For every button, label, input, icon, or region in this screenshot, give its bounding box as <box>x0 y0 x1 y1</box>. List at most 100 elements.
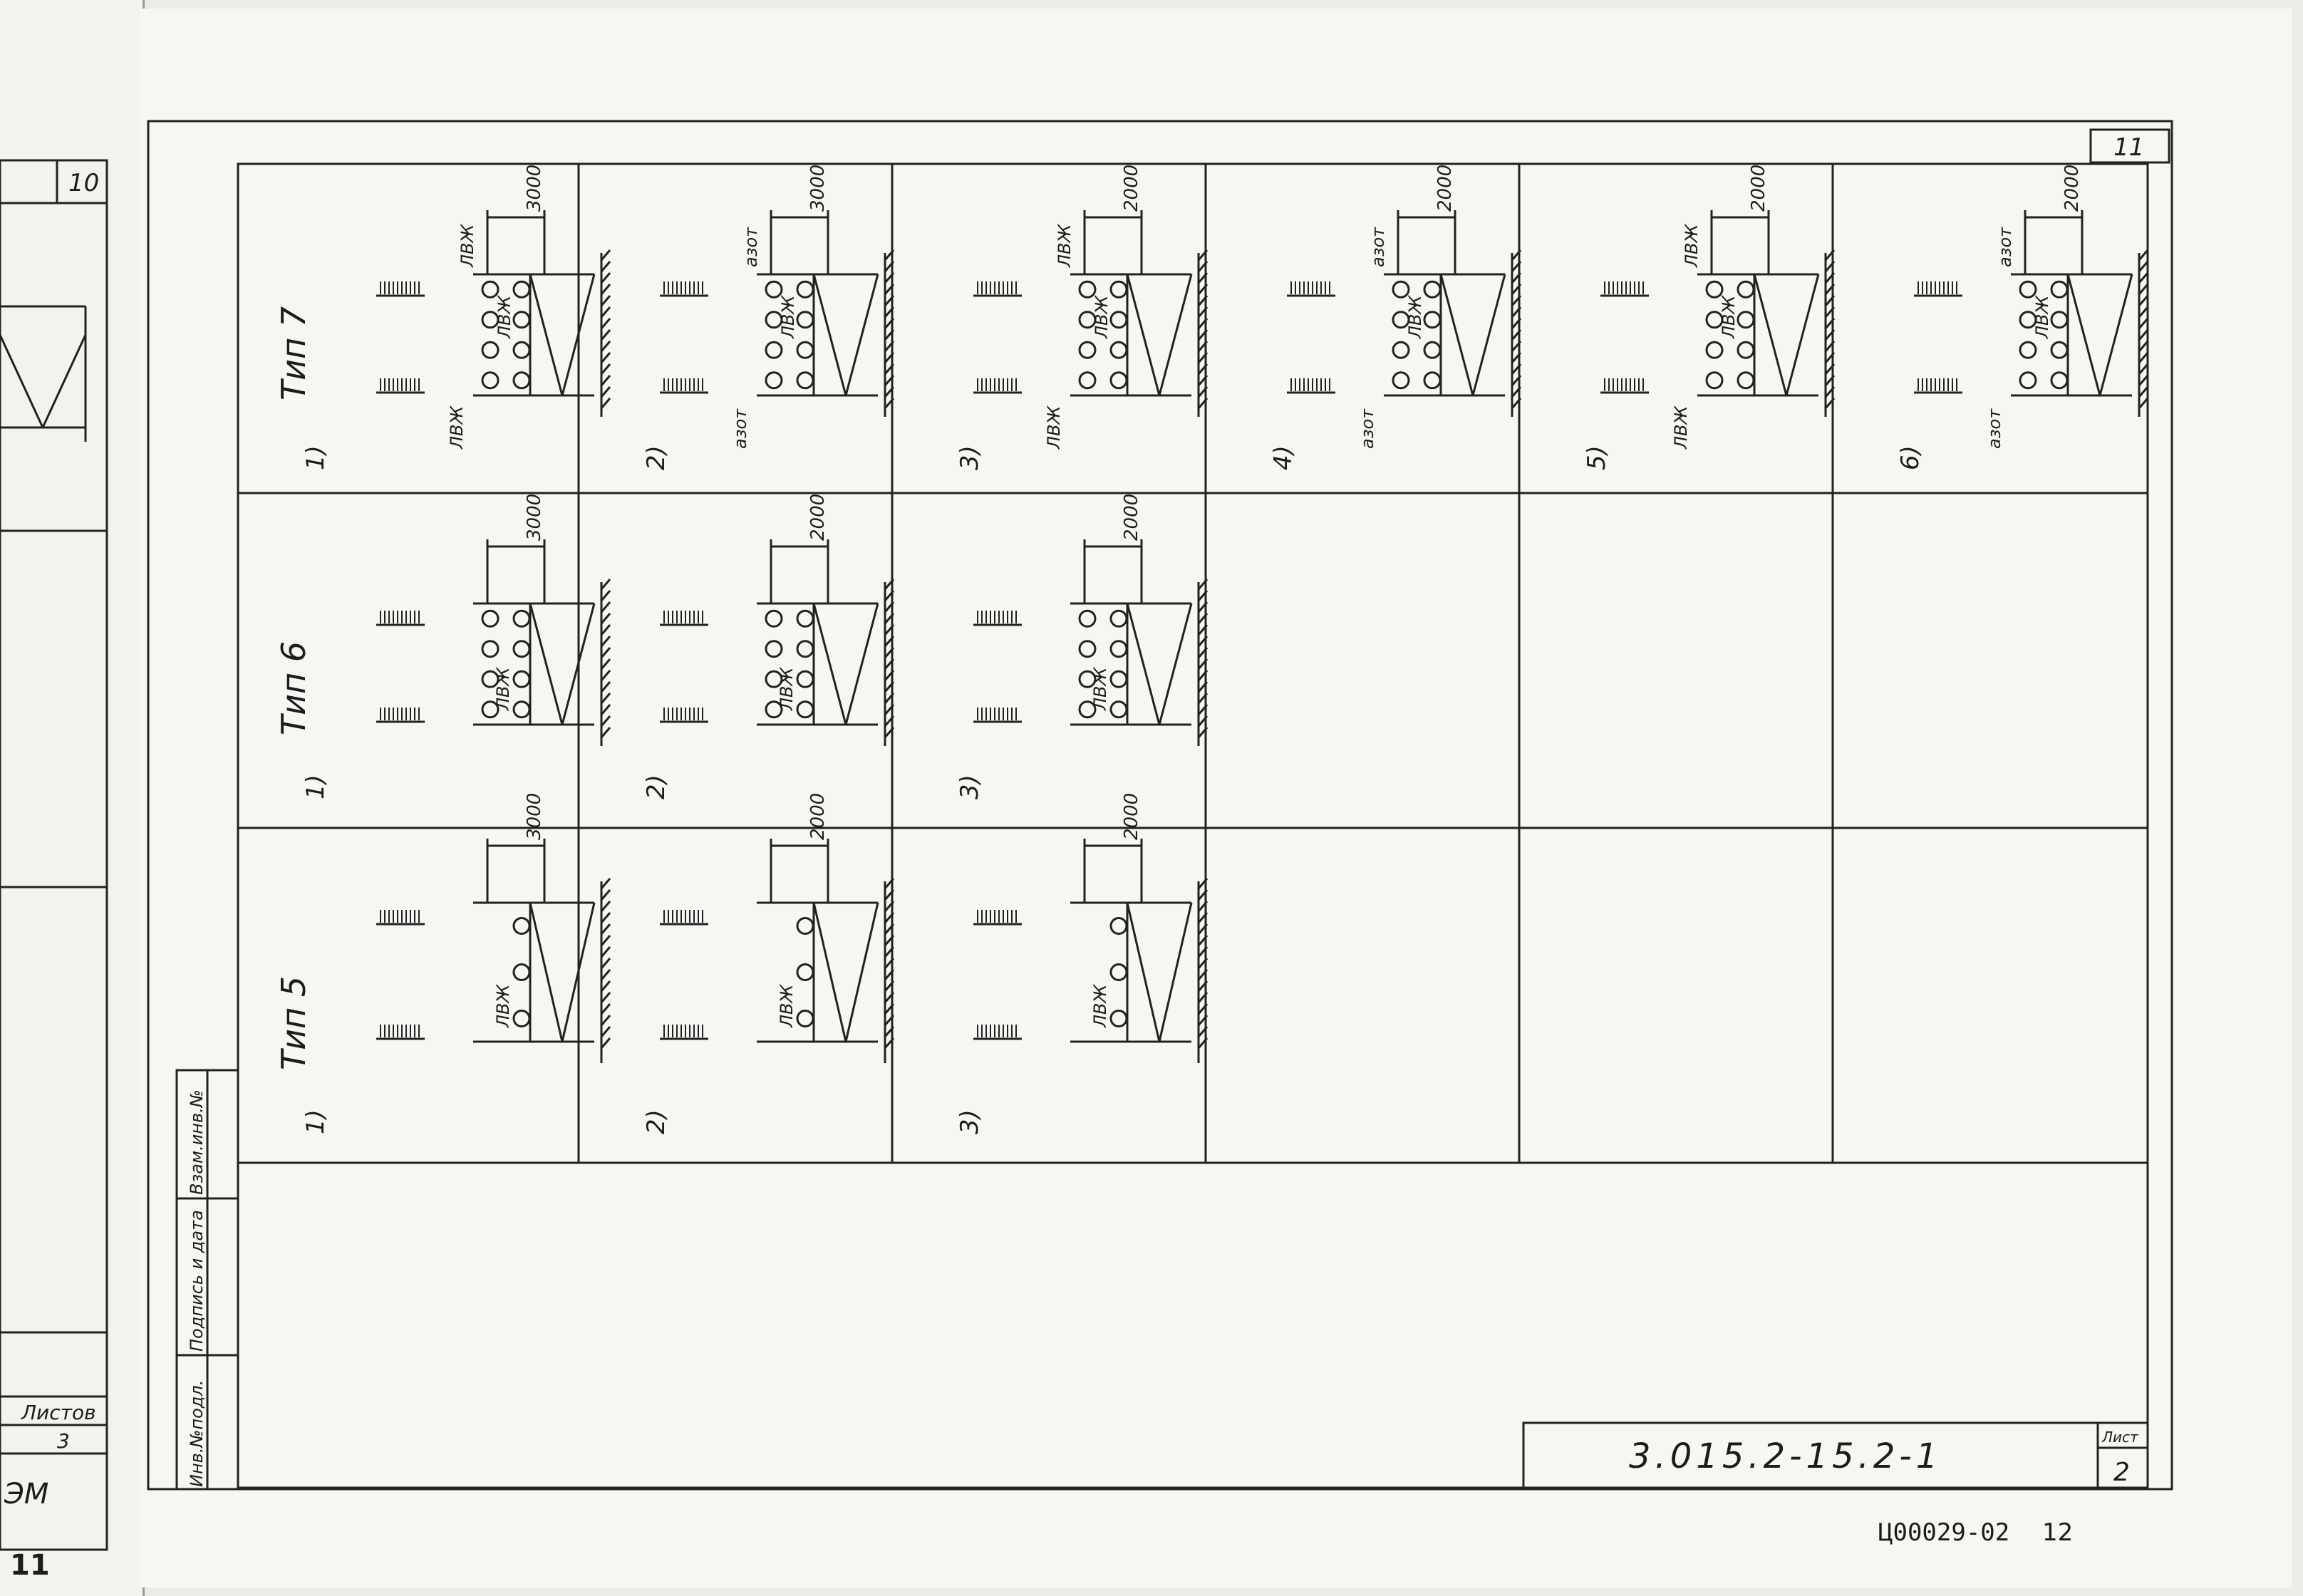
cable-circle <box>481 670 500 688</box>
diagram-number: 2) <box>642 1109 671 1134</box>
side-stamp: Инв.№подл. Подпись и дата Взам.инв.№ <box>175 1069 239 1491</box>
cable-circle <box>1705 311 1724 329</box>
wall-hatch <box>1197 901 1209 912</box>
wall-hatch <box>884 398 895 409</box>
wall-hatch <box>2138 318 2149 329</box>
wall-hatch <box>1197 590 1209 601</box>
wall-hatch <box>1511 284 1522 295</box>
dimension-value: 2000 <box>1121 793 1142 840</box>
wall-hatch <box>600 272 611 284</box>
wall-hatch <box>884 318 895 329</box>
diagram-number: 5) <box>1583 445 1611 470</box>
wall-hatch <box>1824 284 1836 295</box>
cells-layer: 1)3000ЛВЖЛВЖЛВЖ2)3000азотЛВЖазот3)2000ЛВ… <box>301 165 2149 1134</box>
cable-circle <box>1078 640 1097 658</box>
wall-hatch <box>1197 398 1209 409</box>
wall-hatch <box>1824 398 1836 409</box>
cable-circle <box>1109 341 1128 359</box>
cable-circle <box>765 341 783 359</box>
wall-hatch <box>600 969 611 980</box>
wall-hatch <box>600 727 611 738</box>
wall-hatch <box>884 969 895 980</box>
cable-circle <box>2050 341 2069 359</box>
cable-circle <box>796 1010 814 1027</box>
wall-hatch <box>600 878 611 889</box>
drawing-frame <box>237 162 2149 1489</box>
wall-hatch <box>1197 681 1209 693</box>
frame-brace <box>1126 902 1161 1042</box>
row-type-label: Тип 7 <box>274 306 313 400</box>
cable-circle <box>1109 917 1128 935</box>
wall-hatch <box>1511 249 1522 261</box>
dimension-value: 2000 <box>1434 165 1456 212</box>
cable-circle <box>765 280 783 299</box>
dimension-value: 2000 <box>807 494 829 541</box>
wall-hatch <box>884 601 895 613</box>
frame-brace <box>561 603 596 725</box>
cable-label-top: азот <box>1995 227 2015 267</box>
page-number: 11 <box>2113 133 2144 162</box>
wall-hatch <box>1197 1003 1209 1015</box>
wall-hatch <box>1511 363 1522 375</box>
cable-label: ЛВЖ <box>1090 983 1110 1028</box>
wall-hatch <box>600 958 611 969</box>
wall-hatch <box>1824 329 1836 341</box>
cable-circle <box>1392 311 1410 329</box>
wall-hatch <box>1511 272 1522 284</box>
cable-circle <box>1423 311 1442 329</box>
wall-hatch <box>600 601 611 613</box>
wall-hatch <box>1197 249 1209 261</box>
wall-hatch <box>1824 352 1836 363</box>
cable-circle <box>512 609 531 628</box>
cable-circle <box>512 341 531 359</box>
wall-hatch <box>884 912 895 923</box>
cable-circle <box>796 371 814 390</box>
wall-hatch <box>600 579 611 590</box>
cable-circle <box>765 670 783 688</box>
cable-label: ЛВЖ <box>493 666 513 711</box>
wall-hatch <box>1197 284 1209 295</box>
cable-label-bottom: ЛВЖ <box>447 405 467 450</box>
wall-hatch <box>1197 295 1209 306</box>
wall-hatch <box>600 992 611 1003</box>
cable-label-middle: ЛВЖ <box>1405 294 1425 339</box>
wall-hatch <box>1824 386 1836 398</box>
wall-hatch <box>1197 624 1209 636</box>
wall-hatch <box>2138 398 2149 409</box>
cable-circle <box>1109 670 1128 688</box>
wall-hatch <box>600 306 611 318</box>
wall-hatch <box>600 901 611 912</box>
frame-brace <box>1158 902 1193 1042</box>
wall-hatch <box>1197 341 1209 352</box>
cable-circle <box>2019 341 2037 359</box>
frame-brace <box>844 902 879 1042</box>
cable-circle <box>512 670 531 688</box>
dimension-value: 2000 <box>2061 165 2083 212</box>
cable-circle <box>1109 1010 1128 1027</box>
wall-hatch <box>884 375 895 386</box>
dimension-value: 3000 <box>524 494 545 541</box>
wall-hatch <box>1197 1026 1209 1037</box>
cable-circle <box>1109 963 1128 981</box>
wall-hatch <box>1511 318 1522 329</box>
diagram-number: 2) <box>642 445 671 470</box>
wall-hatch <box>884 715 895 727</box>
cable-circle <box>765 371 783 390</box>
frame-brace <box>1753 274 1788 396</box>
wall-hatch <box>2138 249 2149 261</box>
wall-hatch <box>1197 613 1209 624</box>
wall-hatch <box>1197 386 1209 398</box>
wall-hatch <box>600 1037 611 1049</box>
wall-hatch <box>884 624 895 636</box>
wall-hatch <box>1197 969 1209 980</box>
wall-hatch <box>884 1026 895 1037</box>
wall-hatch <box>1824 272 1836 284</box>
wall-hatch <box>2138 284 2149 295</box>
diagram-number: 2) <box>642 774 671 799</box>
cable-circle <box>765 700 783 719</box>
cable-circle <box>2019 280 2037 299</box>
cable-diagram <box>973 210 1209 417</box>
wall-hatch <box>884 1003 895 1015</box>
wall-hatch <box>1511 386 1522 398</box>
cable-circle <box>1737 341 1755 359</box>
